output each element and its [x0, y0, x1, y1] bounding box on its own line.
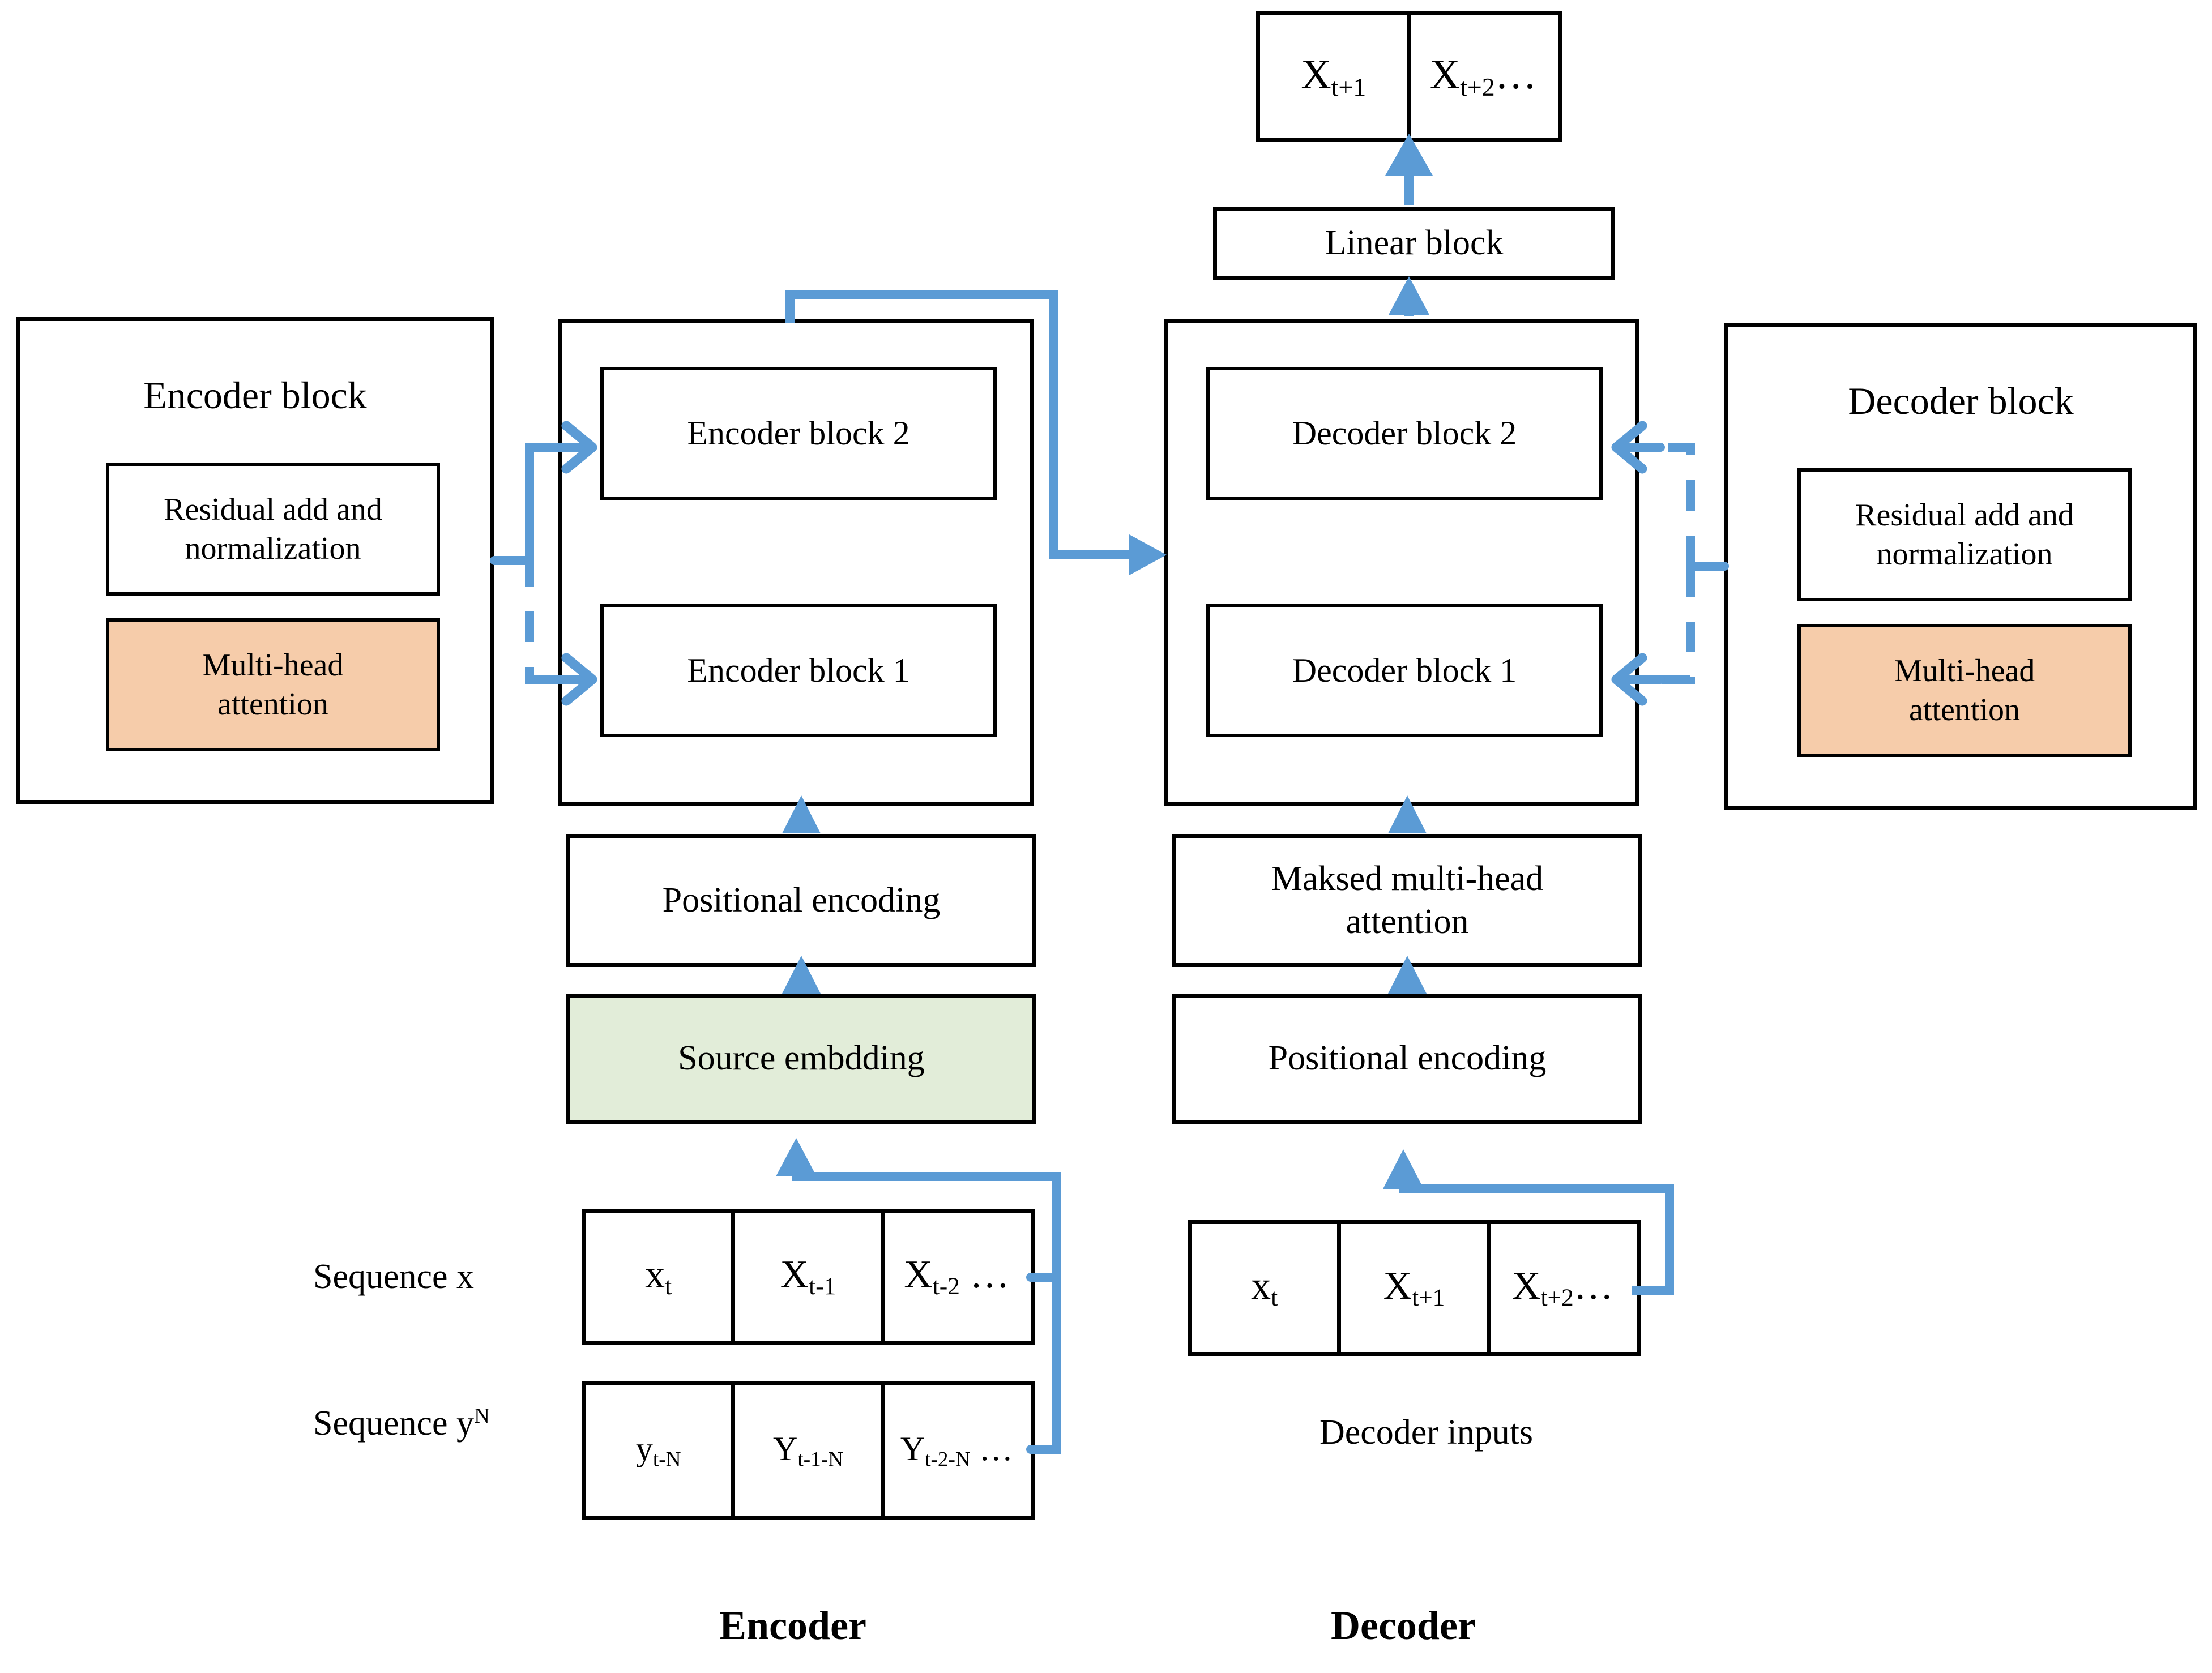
encoder-block-1-label: Encoder block 1: [687, 651, 910, 689]
decoder-positional-encoding: Positional encoding: [1172, 994, 1642, 1124]
decoder-block-2-label: Decoder block 2: [1292, 414, 1517, 452]
output-cell-1-label: Xt+2…: [1429, 52, 1539, 101]
sequence-x-row: xt Xt-1 Xt-2 …: [582, 1209, 1035, 1345]
arrow-decoder-to-linear: [1389, 276, 1429, 316]
decoder-stack-panel: Decoder block 2 Decoder block 1: [1164, 319, 1639, 806]
decoder-input-cell-2-label: Xt+2…: [1511, 1264, 1616, 1312]
output-sequence-row: Xt+1 Xt+2…: [1256, 11, 1562, 142]
decoder-inputs-label: Decoder inputs: [1319, 1413, 1534, 1452]
output-cell-0-label: Xt+1: [1301, 52, 1367, 101]
sequence-y-cell-0: yt-N: [586, 1385, 731, 1516]
decoder-input-cell-1-label: Xt+1: [1383, 1264, 1445, 1312]
sequence-x-cell-0-label: xt: [645, 1253, 672, 1300]
decoder-legend-title: Decoder block: [1848, 379, 2074, 422]
sequence-x-label: Sequence x: [313, 1257, 475, 1296]
decoder-input-cell-0: xt: [1192, 1224, 1337, 1352]
sequence-y-cell-1: Yt-1-N: [731, 1385, 881, 1516]
sequence-y-label: Sequence yN: [313, 1393, 585, 1455]
encoder-legend-title: Encoder block: [143, 374, 367, 417]
encoder-block-1: Encoder block 1: [600, 604, 997, 737]
sequence-x-cell-1: Xt-1: [731, 1213, 881, 1341]
sequence-y-cell-2-label: Yt-2-N …: [900, 1430, 1015, 1471]
encoder-block-2: Encoder block 2: [600, 367, 997, 500]
decoder-title: Decoder: [1331, 1603, 1476, 1648]
decoder-block-2: Decoder block 2: [1206, 367, 1603, 500]
sequence-x-cell-2-label: Xt-2 …: [904, 1253, 1012, 1300]
decoder-block-1-label: Decoder block 1: [1292, 651, 1517, 689]
output-cell-0: Xt+1: [1260, 15, 1407, 138]
sequence-x-cell-2: Xt-2 …: [881, 1213, 1031, 1341]
decoder-inputs-row: xt Xt+1 Xt+2…: [1188, 1220, 1641, 1356]
decoder-block-1: Decoder block 1: [1206, 604, 1603, 737]
encoder-stack-panel: Encoder block 2 Encoder block 1: [558, 319, 1034, 806]
sequence-x-cell-0: xt: [586, 1213, 731, 1341]
source-embedding: Source embdding: [566, 994, 1036, 1124]
source-embedding-label: Source embdding: [678, 1039, 925, 1078]
decoder-input-cell-0-label: xt: [1251, 1264, 1278, 1312]
sequence-y-cell-2: Yt-2-N …: [881, 1385, 1031, 1516]
sequence-x-cell-1-label: Xt-1: [780, 1253, 836, 1300]
arrow-linear-to-output: [1385, 134, 1433, 205]
encoder-block-2-label: Encoder block 2: [687, 414, 910, 452]
encoder-positional-encoding-label: Positional encoding: [662, 880, 941, 919]
sequence-y-label-text: Sequence yN: [313, 1404, 490, 1443]
sequence-y-cell-0-label: yt-N: [635, 1430, 681, 1471]
output-cell-1: Xt+2…: [1407, 15, 1558, 138]
decoder-input-cell-2: Xt+2…: [1487, 1224, 1637, 1352]
decoder-positional-encoding-label: Positional encoding: [1268, 1039, 1547, 1078]
linear-block-label: Linear block: [1325, 224, 1504, 263]
decoder-input-cell-1: Xt+1: [1337, 1224, 1487, 1352]
sequence-y-row: yt-N Yt-1-N Yt-2-N …: [582, 1381, 1035, 1520]
sequence-y-cell-1-label: Yt-1-N: [773, 1430, 843, 1471]
encoder-title: Encoder: [719, 1603, 866, 1648]
encoder-positional-encoding: Positional encoding: [566, 834, 1036, 967]
linear-block: Linear block: [1213, 207, 1615, 280]
